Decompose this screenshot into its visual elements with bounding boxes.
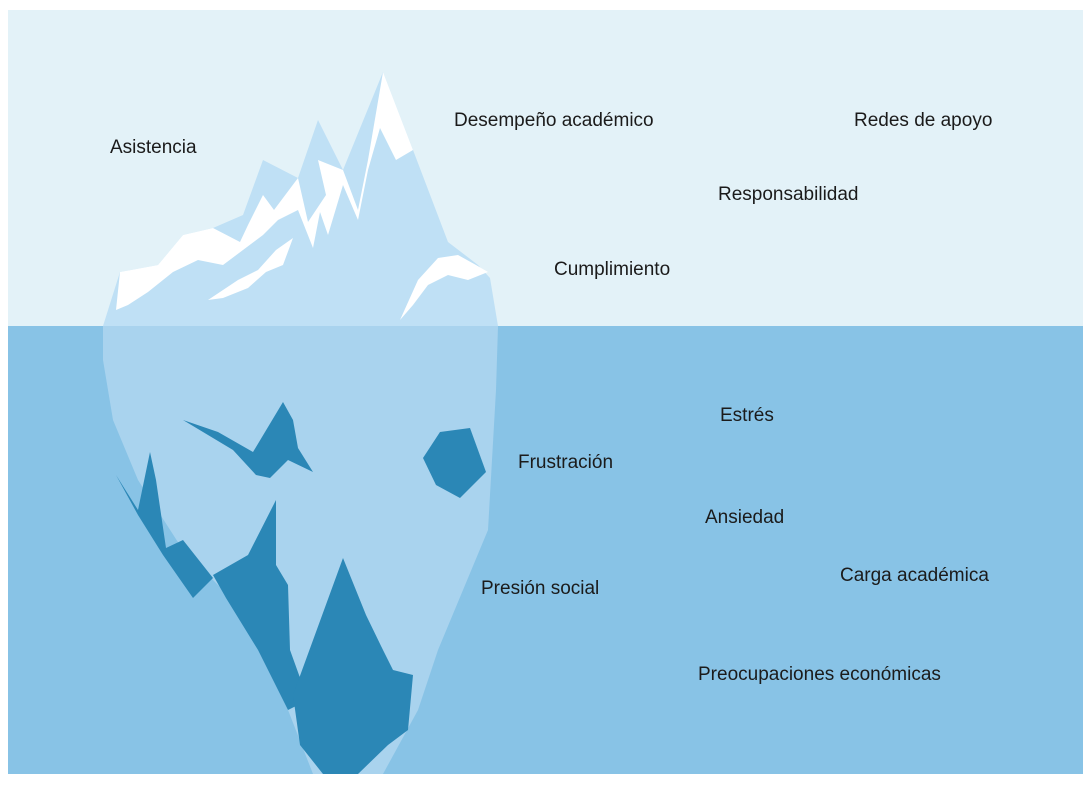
- label-desempeno-academico: Desempeño académico: [454, 110, 654, 131]
- label-presion-social: Presión social: [481, 578, 600, 599]
- facet-deep-2: [213, 500, 308, 710]
- label-redes-de-apoyo: Redes de apoyo: [854, 110, 993, 131]
- snow-cap-small: [208, 238, 293, 300]
- label-cumplimiento: Cumplimiento: [554, 259, 671, 280]
- label-asistencia: Asistencia: [110, 137, 197, 158]
- label-frustracion: Frustración: [518, 452, 614, 473]
- facet-deep-3: [293, 558, 413, 774]
- label-ansiedad: Ansiedad: [705, 507, 785, 528]
- facet-deep-1: [116, 452, 213, 598]
- snow-cap-right: [400, 255, 488, 320]
- facet-deep-5: [423, 428, 486, 498]
- iceberg-submerged: [103, 326, 498, 774]
- iceberg-illustration: [8, 10, 1083, 774]
- label-preocupaciones-economicas: Preocupaciones económicas: [698, 664, 941, 685]
- facet-deep-4: [183, 402, 313, 478]
- label-estres: Estrés: [720, 405, 774, 426]
- iceberg-scene: Asistencia Desempeño académico Redes de …: [8, 10, 1083, 774]
- label-responsabilidad: Responsabilidad: [718, 184, 859, 205]
- snow-cap-main: [116, 72, 413, 310]
- label-carga-academica: Carga académica: [840, 565, 989, 586]
